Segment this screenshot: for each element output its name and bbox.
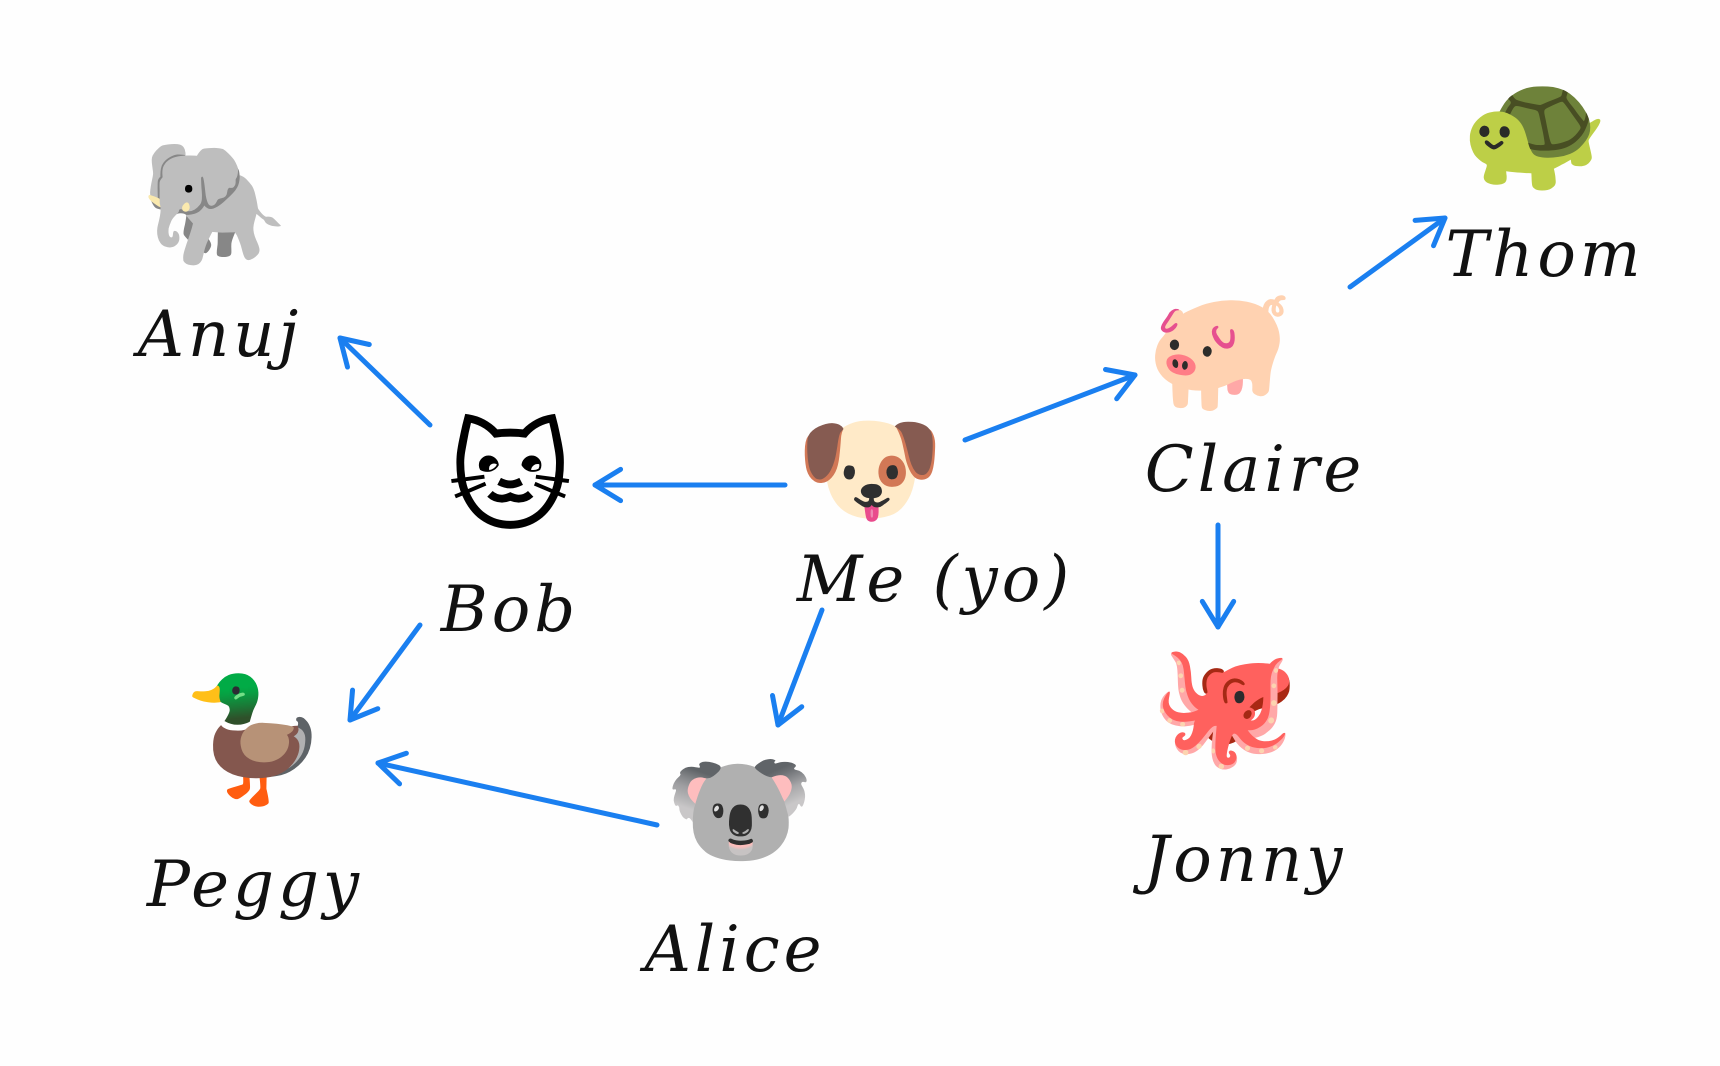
koala-icon: 🐨 [665, 740, 815, 879]
node-label-anuj: Anuj [137, 298, 303, 372]
node-label-alice: Alice [644, 913, 826, 987]
cat-face-icon: 🐱 [447, 410, 573, 549]
edge-me-to-claire [962, 366, 1138, 443]
dog-face-icon: 🐶 [795, 400, 945, 539]
node-label-peggy: Peggy [146, 848, 364, 922]
edge-claire-to-jonny [1199, 522, 1237, 630]
octopus-icon: 🐙 [1150, 635, 1300, 774]
edge-bob-to-anuj [337, 335, 433, 428]
node-label-thom: Thom [1445, 218, 1645, 292]
arrowhead-icon [337, 335, 372, 370]
arrowhead-icon [375, 750, 409, 787]
arrowhead-icon [592, 466, 624, 504]
arrowhead-icon [1103, 366, 1138, 402]
elephant-icon: 🐘 [140, 135, 290, 274]
arrowhead-icon [769, 693, 805, 728]
edge-bob-to-peggy [347, 622, 423, 723]
node-label-bob: Bob [440, 573, 580, 647]
node-label-me: Me (yo) [796, 543, 1074, 617]
node-label-jonny: Jonny [1143, 823, 1347, 897]
arrowhead-icon [1412, 215, 1448, 249]
arrowhead-icon [1199, 598, 1237, 630]
edge-me-to-bob [592, 466, 788, 504]
arrowhead-icon [347, 687, 381, 723]
pig-icon: 🐖 [1145, 280, 1295, 419]
node-label-claire: Claire [1144, 433, 1366, 507]
turtle-icon: 🐢 [1460, 60, 1610, 199]
duck-icon: 🦆 [180, 670, 330, 809]
edge-alice-to-peggy [375, 750, 660, 828]
edge-claire-to-thom [1347, 215, 1448, 290]
edge-me-to-alice [769, 607, 825, 728]
